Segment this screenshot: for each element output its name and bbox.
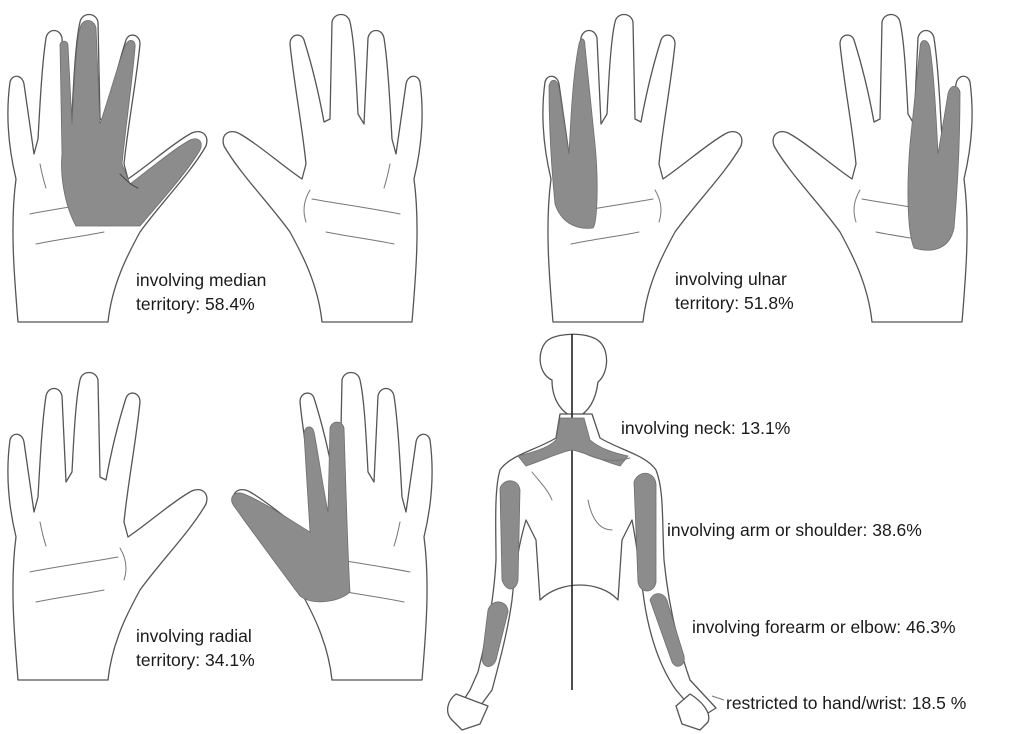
ulnar-dorsum-hand — [773, 15, 972, 323]
arm-shoulder-label: involving arm or shoulder: 38.6% — [667, 518, 922, 542]
ulnar-label: involving ulnar territory: 51.8% — [675, 267, 794, 315]
hand-wrist-leader — [712, 696, 724, 700]
radial-dorsum-hand — [232, 373, 432, 681]
median-label: involving median territory: 58.4% — [136, 268, 266, 316]
forearm-elbow-label: involving forearm or elbow: 46.3% — [692, 615, 956, 639]
median-label-line2: territory: 58.4% — [136, 292, 266, 316]
radial-label: involving radial territory: 34.1% — [136, 624, 255, 672]
neck-label: involving neck: 13.1% — [621, 416, 790, 440]
median-label-line1: involving median — [136, 268, 266, 292]
radial-label-line2: territory: 34.1% — [136, 648, 255, 672]
radial-label-line1: involving radial — [136, 624, 255, 648]
ulnar-label-line1: involving ulnar — [675, 267, 794, 291]
hand-wrist-label: restricted to hand/wrist: 18.5 % — [726, 691, 966, 715]
ulnar-label-line2: territory: 51.8% — [675, 291, 794, 315]
